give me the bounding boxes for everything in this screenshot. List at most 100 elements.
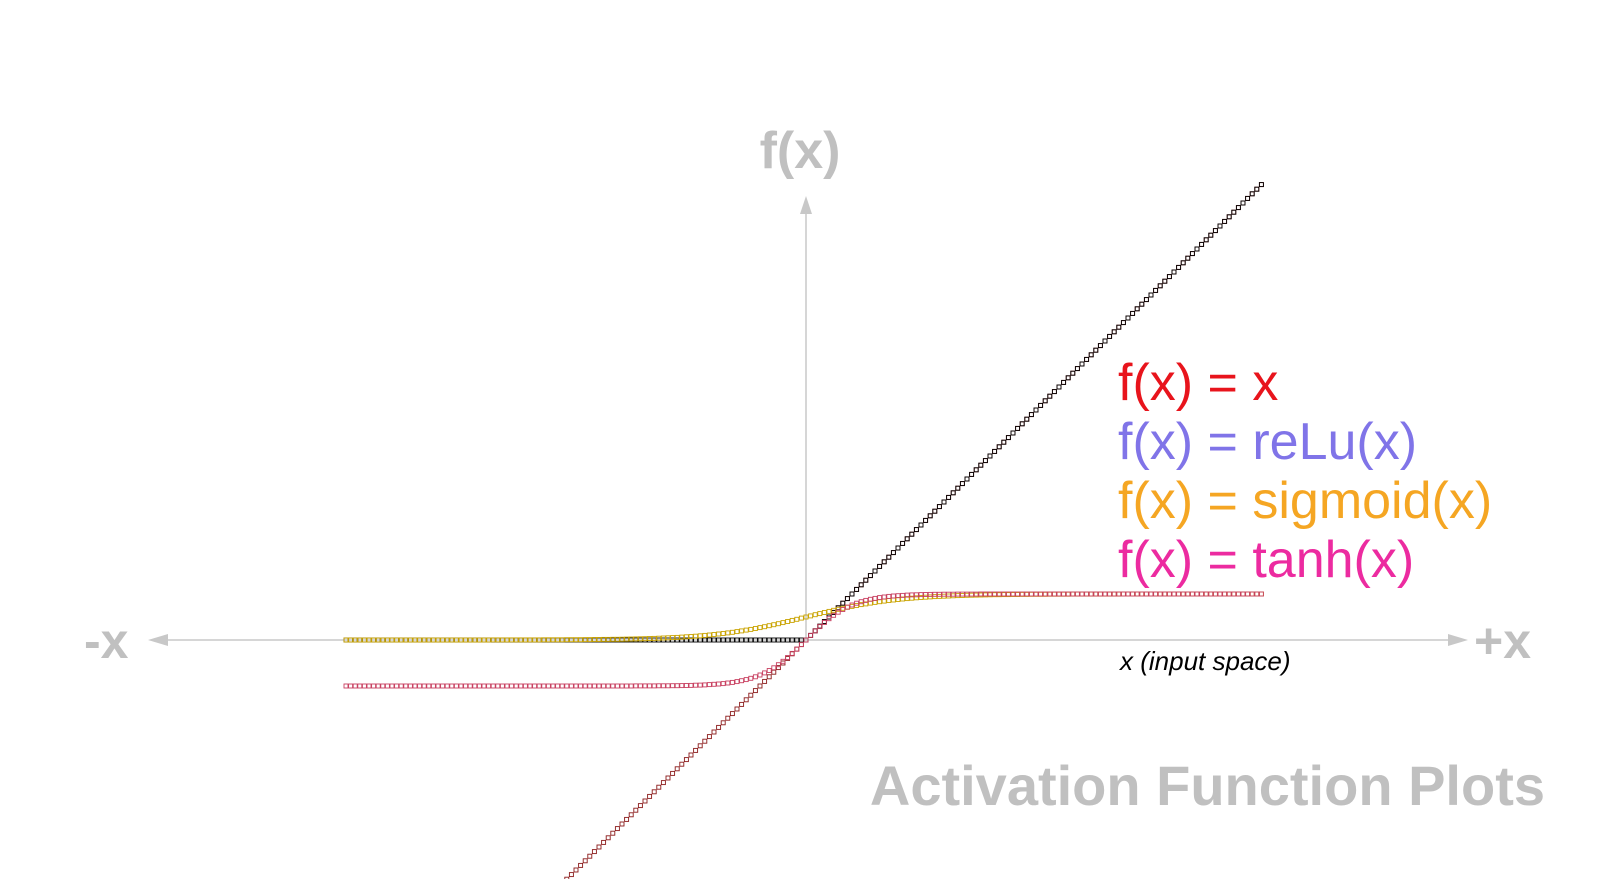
series-sigmoid-point [587,637,593,643]
series-tanh-point [835,609,841,615]
series-tanh-point [702,682,708,688]
series-identity-point [1056,384,1062,390]
series-tanh-point [591,683,597,689]
series-sigmoid-point [490,637,496,643]
series-relu-point [1139,301,1145,307]
series-sigmoid-point [752,626,758,631]
series-relu-point [1084,356,1090,362]
series-relu-point [748,637,754,643]
series-relu-point [1070,370,1076,376]
series-sigmoid-point [1212,591,1218,597]
series-sigmoid-point [1093,591,1099,597]
series-tanh-point [683,683,689,688]
series-relu-point [992,448,998,454]
series-relu-point [1254,186,1260,192]
series-tanh-point [1084,591,1090,597]
series-identity-point [996,444,1002,450]
series-tanh-point [877,595,883,601]
series-sigmoid-point [1079,591,1085,597]
series-relu-point [1157,283,1163,289]
series-tanh-point [398,683,404,689]
series-sigmoid-point [513,637,519,643]
series-sigmoid-point [1194,591,1200,597]
series-relu-point [1203,237,1209,243]
series-sigmoid-point [1157,591,1163,597]
series-identity-point [1235,205,1241,211]
series-sigmoid-point [555,637,561,643]
series-tanh-point [1240,591,1246,597]
series-relu-point [752,637,758,643]
series-relu-point [1116,324,1122,330]
series-tanh-point [665,683,671,689]
series-tanh-point [348,683,354,689]
series-sigmoid-point [660,635,666,641]
series-relu-point [1235,205,1241,211]
series-relu-point [720,637,726,643]
series-identity-point [1143,297,1149,303]
series-relu-point [1061,379,1067,385]
series-identity-point [992,448,998,454]
series-sigmoid-point [407,637,413,643]
series-tanh-point [1079,591,1085,597]
series-relu-point [1047,393,1053,399]
series-tanh-point [596,683,602,689]
series-relu-point [867,573,873,579]
series-identity-point [808,632,814,638]
series-relu-point [674,637,680,643]
series-tanh-point [1180,591,1186,597]
series-sigmoid-point [780,620,786,626]
series-identity-point [734,706,740,712]
series-sigmoid-point [481,637,487,643]
series-sigmoid-point [647,636,653,641]
series-relu-point [955,485,961,491]
series-relu-point [1240,200,1246,206]
series-sigmoid-point [959,593,965,598]
series-sigmoid-point [637,636,643,642]
series-sigmoid-point [1208,591,1214,597]
series-relu-point [969,471,975,477]
series-sigmoid-point [812,612,818,618]
series-identity-point [835,605,841,611]
series-sigmoid-point [1235,591,1241,597]
series-relu-point [973,467,979,473]
series-tanh-point [1157,591,1163,597]
series-tanh-point [628,683,634,689]
series-sigmoid-point [458,637,464,643]
series-identity-point [872,568,878,574]
series-tanh-point [1245,591,1251,597]
series-identity-point [854,586,860,592]
series-relu-point [932,508,938,514]
series-identity-point [900,540,906,546]
series-identity-point [904,536,910,542]
series-relu-point [941,499,947,505]
series-tanh-point [886,593,892,599]
series-identity-point [628,812,634,818]
series-tanh-point [481,683,487,689]
series-relu-point [1093,347,1099,353]
series-sigmoid-point [1176,591,1182,597]
series-tanh-point [1258,591,1264,597]
series-tanh-point [449,683,455,689]
series-identity-point [679,761,685,767]
legend-entry-1: f(x) = reLu(x) [1118,413,1417,471]
series-tanh-point [771,665,777,671]
series-tanh-point [1217,591,1223,597]
series-relu-point [863,577,869,583]
series-identity-point [895,545,901,551]
series-sigmoid-point [923,594,929,600]
series-identity-point [725,715,731,721]
series-sigmoid-point [596,637,602,642]
series-sigmoid-point [955,593,961,599]
series-sigmoid-point [1102,591,1108,597]
y-axis-label: f(x) [760,122,841,180]
series-relu-point [729,637,735,643]
series-tanh-point [1125,591,1131,597]
series-sigmoid-point [798,615,804,621]
series-identity-point [665,775,671,781]
series-relu-point [1033,407,1039,413]
series-tanh-point [518,683,524,689]
series-sigmoid-point [403,637,409,643]
series-tanh-point [587,683,593,689]
series-identity-point [978,462,984,468]
series-sigmoid-point [568,637,574,643]
